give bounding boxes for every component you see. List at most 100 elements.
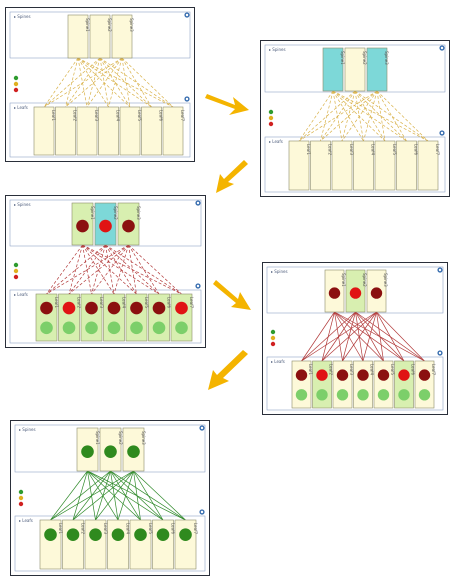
spine-card: Spine2 [345, 269, 367, 313]
arrow-right-down-icon [213, 280, 251, 310]
leafs-section-label: ▸ Leafs [14, 105, 28, 110]
spine-card: Spine3 [122, 427, 146, 472]
leaf-card-box [417, 140, 439, 191]
link-line [68, 244, 129, 295]
leaf-card: Leaf1 [33, 106, 56, 156]
leaf-name: Leaf7 [435, 144, 440, 155]
spines-section-label: ▸ Spines [14, 14, 31, 19]
leaf-name: Leaf2 [81, 523, 86, 534]
leaf-card: Leaf6 [396, 140, 419, 191]
status-legend-dot [13, 268, 19, 274]
spine-name: Spine1 [85, 18, 90, 32]
link-line [301, 311, 377, 362]
link-line [121, 57, 152, 108]
leaf-status-dot [40, 301, 53, 315]
leaf-status-dot [152, 301, 166, 315]
link-line [68, 244, 83, 295]
leaf-status-dot [156, 528, 170, 541]
link-line [77, 57, 152, 108]
spine-status-dot [328, 287, 341, 299]
leafs-section-label: ▸ Leafs [14, 292, 28, 297]
link-line [82, 244, 160, 295]
collapse-icon-center [438, 351, 442, 355]
link-line [362, 311, 377, 362]
spine-name: Spine3 [136, 206, 141, 220]
link-line [301, 311, 356, 362]
link-line [133, 470, 164, 521]
link-line [128, 244, 137, 295]
leaf-status-dot [377, 369, 390, 381]
leaf-status-dot [44, 528, 57, 541]
leaf-card: Leaf1 [39, 519, 63, 570]
leaf-card-box [396, 140, 417, 191]
leaf-card-box [152, 519, 174, 570]
spine-name: Spine2 [113, 206, 118, 220]
arrow-left-down-icon [216, 160, 248, 193]
link-line [376, 90, 386, 142]
status-legend-dot [270, 341, 276, 347]
arrow-left-down-1 [212, 160, 250, 195]
leaf-name: Leaf2 [329, 364, 334, 375]
spine-name: Spine2 [362, 273, 367, 287]
leaf-section-box [264, 136, 446, 193]
link-line [91, 244, 129, 295]
leaf-port-dot [130, 321, 143, 335]
spine-card: Spine2 [94, 202, 118, 246]
leaf-status-dot [295, 369, 308, 381]
link-line [105, 244, 160, 295]
leaf-name: Leaf1 [308, 364, 313, 375]
status-legend-dot [270, 335, 276, 341]
link-line [121, 57, 131, 108]
leaf-name: Leaf3 [349, 144, 354, 155]
link-line [376, 90, 429, 142]
collapse-icon-center [196, 284, 200, 288]
spine-status-dot [99, 219, 112, 233]
spine-name: Spine3 [141, 431, 146, 445]
status-legend-dot [13, 87, 19, 93]
status-legend-dot [268, 109, 274, 115]
leaf-name: Leaf7 [180, 110, 185, 121]
spines-section-label: ▸ Spines [269, 47, 286, 52]
spine-card-box [111, 14, 133, 59]
leaf-name: Leaf6 [414, 144, 419, 155]
spine-name: Spine1 [340, 51, 345, 65]
leaf-port-dot [357, 389, 369, 401]
leaf-name: Leaf2 [77, 297, 82, 308]
link-line [77, 57, 88, 108]
leaf-name: Leaf4 [126, 523, 131, 534]
arrow-right-down-2 [213, 278, 253, 312]
link-group [46, 244, 182, 295]
link-line [298, 90, 378, 142]
collapse-icon-center [200, 510, 204, 514]
leaf-status-dot [111, 528, 125, 541]
spine-status-dot [127, 445, 140, 458]
leaf-name: Leaf4 [116, 110, 121, 121]
leaf-card-box [76, 106, 98, 156]
leaf-status-dot [130, 301, 143, 315]
link-line [99, 57, 174, 108]
leaf-name: Leaf7 [193, 523, 198, 534]
spine-status-dot [122, 219, 135, 233]
arrow-right-down-1 [205, 88, 250, 116]
leaf-name: Leaf5 [390, 364, 395, 375]
leaf-card: Leaf3 [331, 140, 354, 191]
spine-card: Spine3 [117, 202, 141, 246]
leaf-card-box [39, 519, 62, 570]
leaf-card: Leaf5 [373, 360, 395, 409]
status-legend-dot [13, 262, 19, 268]
leaf-name: Leaf7 [189, 297, 194, 308]
leaf-card: Leaf4 [353, 140, 376, 191]
leaf-card: Leaf6 [141, 106, 164, 156]
leaf-port-dot [107, 321, 121, 335]
leaf-status-dot [66, 528, 80, 541]
status-legend-dot [270, 329, 276, 335]
status-legend-dot [13, 81, 19, 87]
link-line [46, 244, 83, 295]
leaf-name: Leaf6 [159, 110, 164, 121]
link-line [46, 244, 106, 295]
leaf-card-box [353, 140, 374, 191]
link-line [301, 311, 335, 362]
status-legend-dot [13, 274, 19, 280]
leaf-name: Leaf6 [411, 364, 416, 375]
